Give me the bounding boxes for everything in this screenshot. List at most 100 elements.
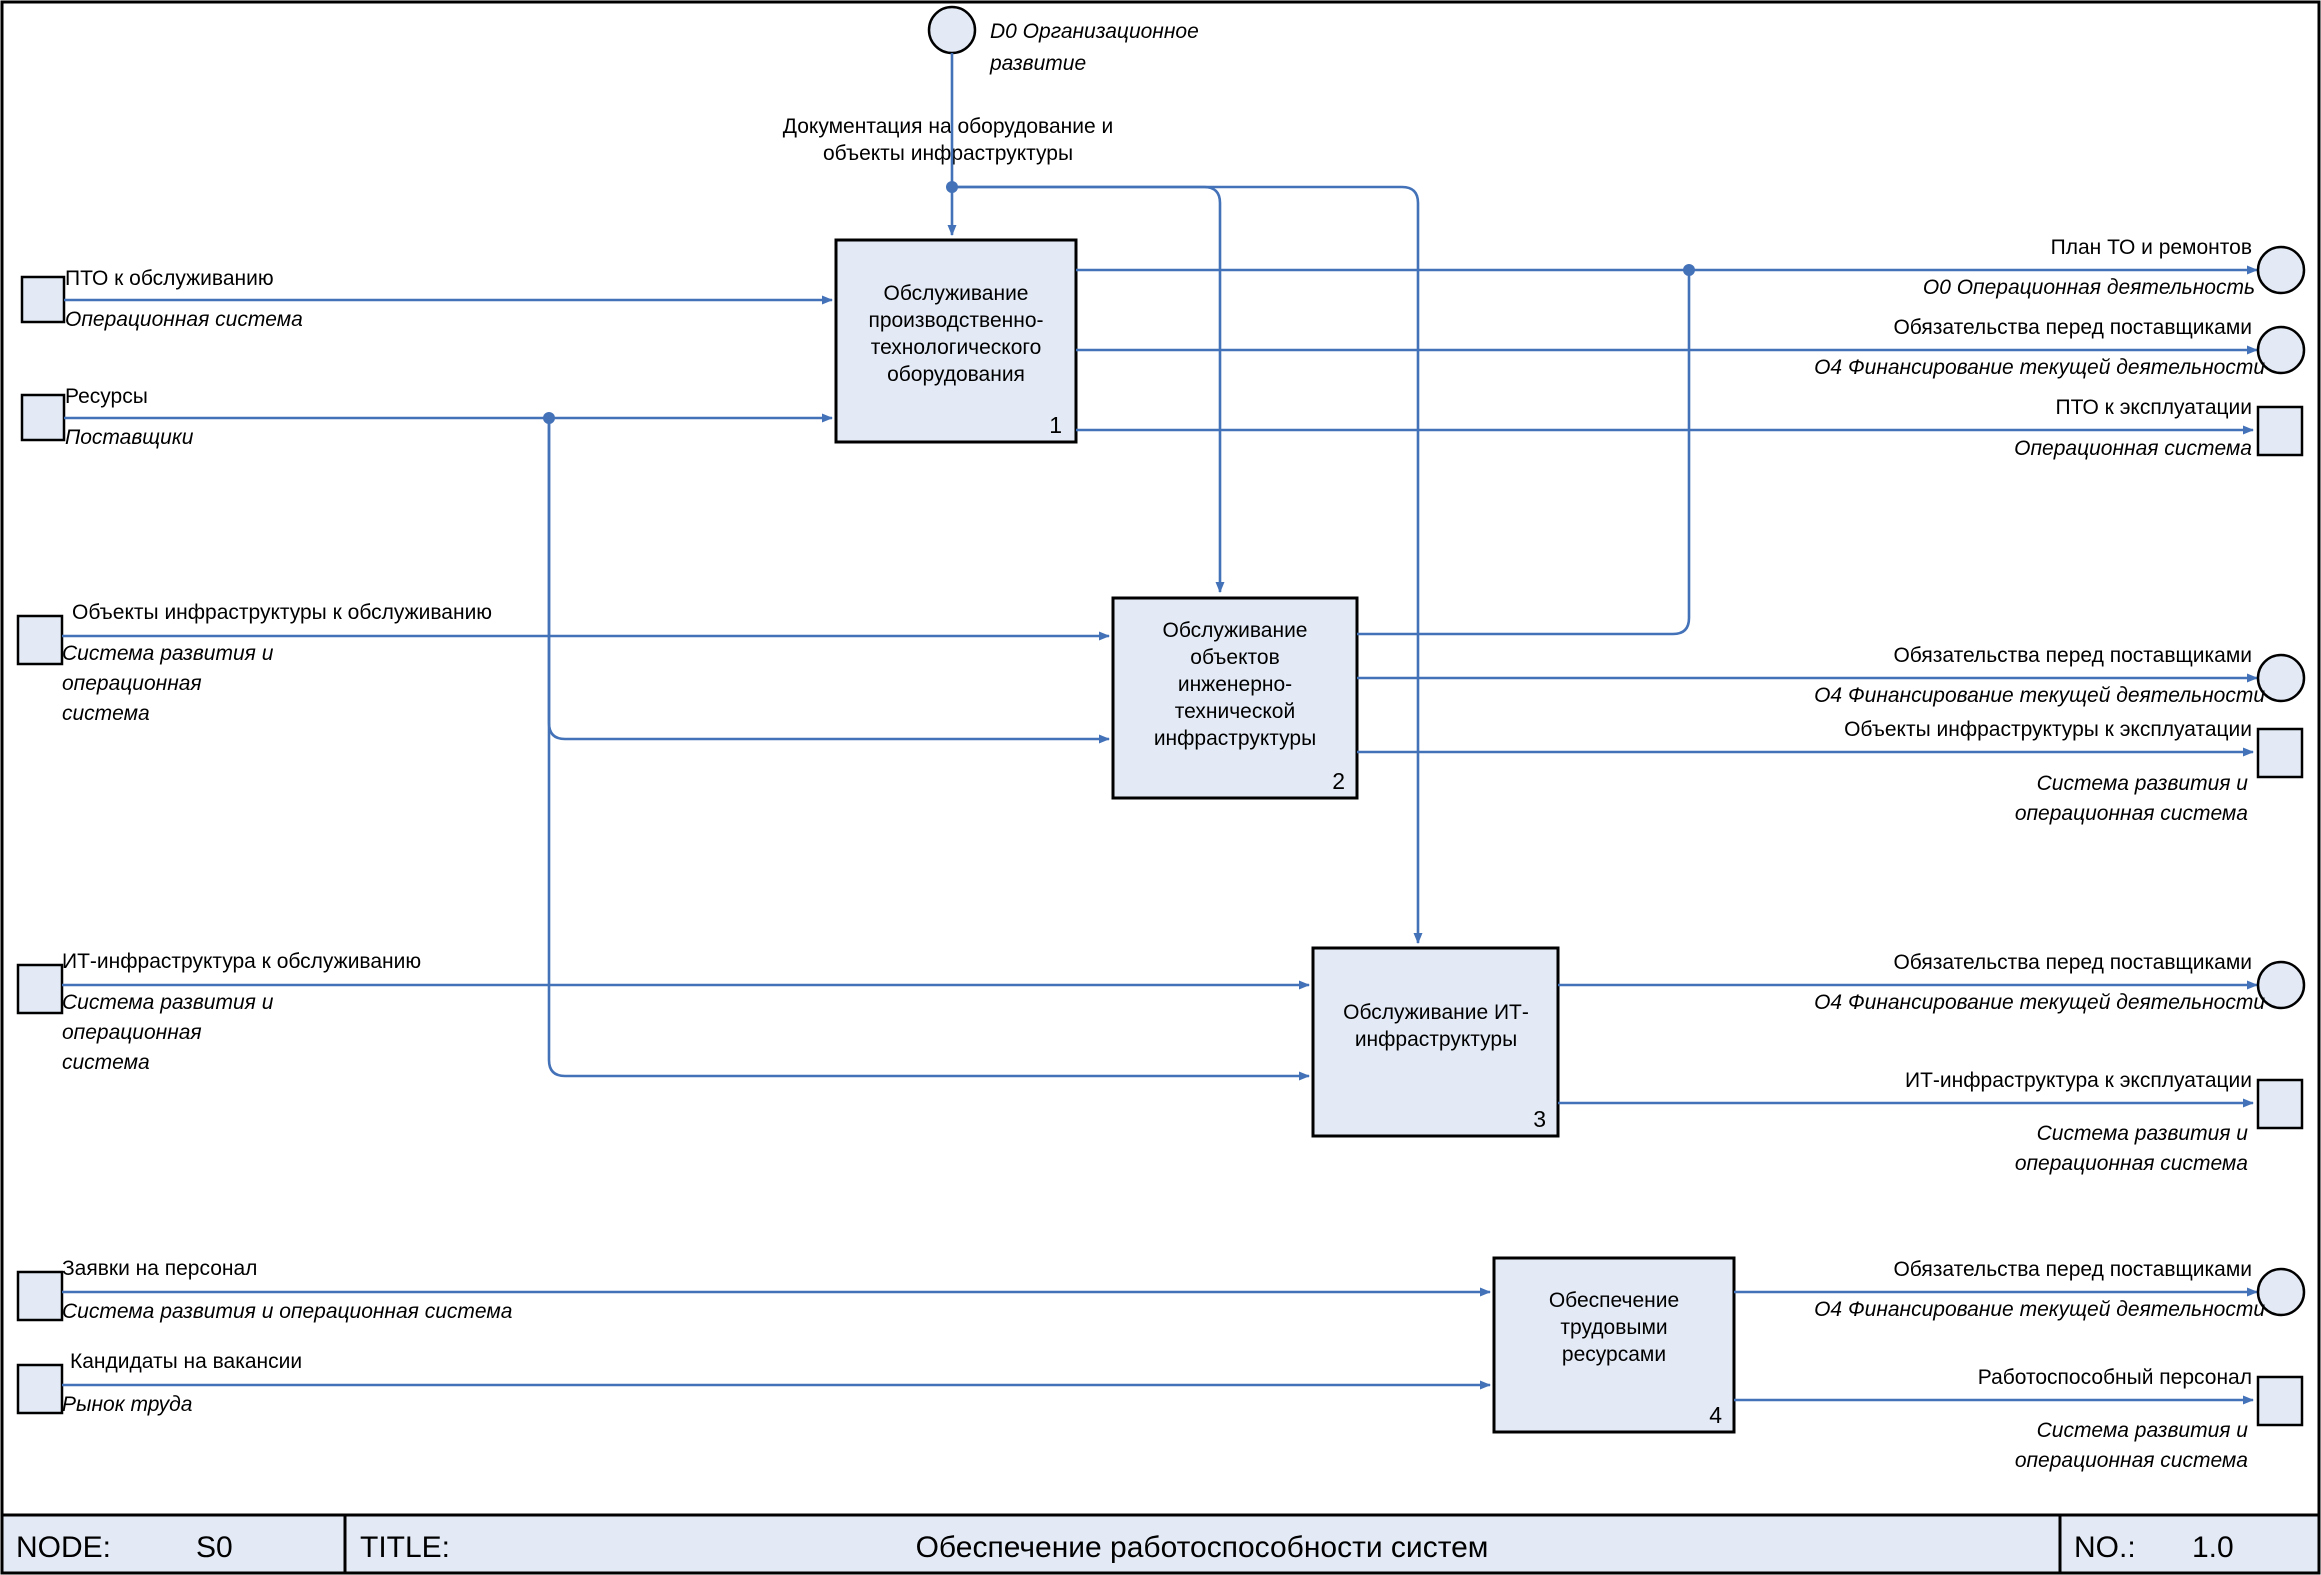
tunnel-square-output-5 [2256, 727, 2304, 779]
activity-box-2-title-line4: технической [1175, 700, 1295, 723]
activity-box-1-rect[interactable] [834, 238, 1078, 444]
input-1-name: ПТО к обслуживанию [65, 267, 274, 290]
output-5-name: Объекты инфраструктуры к эксплуатации [1844, 718, 2252, 741]
activity-box-2-number: 2 [1332, 768, 1345, 794]
input-5-name: Заявки на персонал [62, 1257, 257, 1280]
activity-box-1-title-line3: технологического [871, 336, 1042, 359]
footer-title-label: TITLE: [360, 1531, 450, 1564]
tunnel-circle-output-4 [2256, 653, 2306, 703]
tunnel-square-output-9 [2256, 1375, 2304, 1427]
input-2-arrow-to-box3 [547, 418, 1310, 1081]
output-5-target-line1: Система развития и [2037, 772, 2249, 795]
output-pto-k-ekspluatatsii: ПТО к эксплуатации Операционная система [1076, 396, 2304, 460]
activity-box-1-title-line4: оборудования [887, 363, 1025, 386]
activity-box-4[interactable]: Обеспечение трудовыми ресурсами 4 [1492, 1256, 1736, 1434]
activity-box-2-title-line3: инженерно- [1178, 673, 1292, 696]
tunnel-circle-output-2 [2256, 325, 2306, 375]
footer-bar: NODE: S0 TITLE: Обеспечение работоспособ… [0, 1513, 2321, 1575]
output-box4-obyazatelstva: Обязательства перед поставщиками O4 Фина… [1734, 1258, 2306, 1321]
input-3-source-line3: система [62, 702, 150, 725]
control-arrows [946, 53, 1423, 944]
output-8-name: Обязательства перед поставщиками [1893, 1258, 2252, 1281]
tunnel-square-input-3 [16, 614, 64, 666]
input-6-name: Кандидаты на вакансии [70, 1350, 302, 1373]
output-1-target-line1: O0 Операционная деятельность [1923, 276, 2255, 299]
footer-title-value: Обеспечение работоспособности систем [916, 1531, 1489, 1564]
output-6-target-line1: O4 Финансирование текущей деятельности [1814, 991, 2265, 1014]
input-resursy: Ресурсы Поставщики [20, 385, 1310, 1081]
output-plan-to-i-remontov: План ТО и ремонтов O0 Операционная деяте… [1076, 236, 2306, 299]
activity-box-1[interactable]: Обслуживание производственно- технологич… [834, 238, 1078, 444]
activity-box-2-title-line5: инфраструктуры [1154, 727, 1316, 750]
output-box1-obyazatelstva: Обязательства перед поставщиками O4 Фина… [1076, 316, 2306, 379]
footer-no-label: NO.: [2074, 1531, 2136, 1564]
tunnel-square-input-5 [16, 1270, 64, 1322]
output-4-name: Обязательства перед поставщиками [1893, 644, 2252, 667]
activity-box-4-title-line2: трудовыми [1560, 1316, 1667, 1339]
output-4-target-line1: O4 Финансирование текущей деятельности [1814, 684, 2265, 707]
control-source-label-line2: развитие [989, 52, 1086, 75]
output-7-name: ИТ-инфраструктура к эксплуатации [1905, 1069, 2252, 1092]
output-5-target-line2: операционная система [2015, 802, 2248, 825]
input-4-source-line2: операционная [62, 1021, 202, 1044]
footer-no-value: 1.0 [2192, 1531, 2234, 1564]
tunnel-square-input-4 [16, 963, 64, 1015]
activity-box-3-number: 3 [1533, 1106, 1546, 1132]
footer-node-value: S0 [196, 1531, 233, 1564]
input-6-source-line1: Рынок труда [62, 1393, 192, 1416]
output-9-target-line1: Система развития и [2037, 1419, 2249, 1442]
output-3-target-line1: Операционная система [2014, 437, 2252, 460]
activity-box-2[interactable]: Обслуживание объектов инженерно- техниче… [1111, 596, 1359, 800]
activity-box-2-title-line2: объектов [1190, 646, 1279, 669]
control-source-label-line1: D0 Организационное [990, 20, 1199, 43]
output-obekty-k-ekspluatatsii: Объекты инфраструктуры к эксплуатации Си… [1357, 718, 2304, 825]
activity-box-1-title-line2: производственно- [868, 309, 1043, 332]
control-arrow-to-box3 [952, 185, 1423, 944]
input-obekty-infrastruktury: Объекты инфраструктуры к обслуживанию Си… [16, 601, 1110, 725]
input-4-source-line1: Система развития и [62, 991, 274, 1014]
activity-box-1-title-line1: Обслуживание [883, 282, 1028, 305]
footer-background [0, 1513, 2321, 1575]
activity-box-4-number: 4 [1709, 1402, 1722, 1428]
activity-box-4-rect[interactable] [1492, 1256, 1736, 1434]
input-5-source-line1: Система развития и операционная система [62, 1300, 512, 1323]
input-3-name: Объекты инфраструктуры к обслуживанию [72, 601, 492, 624]
control-flow-label: Документация на оборудование и объекты и… [783, 115, 1113, 165]
activity-box-2-title-line1: Обслуживание [1162, 619, 1307, 642]
control-source-tunnel: D0 Организационное развитие [927, 5, 1199, 75]
input-4-name: ИТ-инфраструктура к обслуживанию [62, 950, 421, 973]
output-it-k-ekspluatatsii: ИТ-инфраструктура к эксплуатации Система… [1558, 1069, 2304, 1175]
input-4-source-line3: система [62, 1051, 150, 1074]
input-zayavki-na-personal: Заявки на персонал Система развития и оп… [16, 1257, 1491, 1323]
tunnel-circle-d0 [927, 5, 977, 55]
input-1-source-line1: Операционная система [65, 308, 303, 331]
output-9-target-line2: операционная система [2015, 1449, 2248, 1472]
activity-box-4-title-line1: Обеспечение [1549, 1289, 1679, 1312]
input-pto-k-obsluzhivaniyu: ПТО к обслуживанию Операционная система [20, 267, 833, 331]
output-6-name: Обязательства перед поставщиками [1893, 951, 2252, 974]
input-it-infrastruktura: ИТ-инфраструктура к обслуживанию Система… [16, 950, 1310, 1074]
control-flow-label-line2: объекты инфраструктуры [823, 142, 1073, 165]
control-flow-label-line1: Документация на оборудование и [783, 115, 1113, 138]
tunnel-circle-output-6 [2256, 960, 2306, 1010]
output-7-target-line2: операционная система [2015, 1152, 2248, 1175]
activity-box-3[interactable]: Обслуживание ИТ- инфраструктуры 3 [1311, 946, 1560, 1138]
feedback-loop-right [1357, 270, 1691, 636]
input-3-source-line2: операционная [62, 672, 202, 695]
output-7-target-line1: Система развития и [2037, 1122, 2249, 1145]
activity-box-2-rect[interactable] [1111, 596, 1359, 800]
input-2-name: Ресурсы [65, 385, 148, 408]
output-1-name: План ТО и ремонтов [2051, 236, 2252, 259]
output-2-target-line1: O4 Финансирование текущей деятельности [1814, 356, 2265, 379]
input-kandidaty-na-vakansii: Кандидаты на вакансии Рынок труда [16, 1350, 1491, 1416]
input-2-source-line1: Поставщики [65, 426, 194, 449]
output-3-name: ПТО к эксплуатации [2056, 396, 2252, 419]
tunnel-circle-output-8 [2256, 1267, 2306, 1317]
footer-node-label: NODE: [16, 1531, 111, 1564]
output-box3-obyazatelstva: Обязательства перед поставщиками O4 Фина… [1558, 951, 2306, 1014]
activity-box-3-title-line1: Обслуживание ИТ- [1343, 1001, 1529, 1024]
tunnel-square-output-7 [2256, 1078, 2304, 1130]
activity-box-3-rect[interactable] [1311, 946, 1560, 1138]
